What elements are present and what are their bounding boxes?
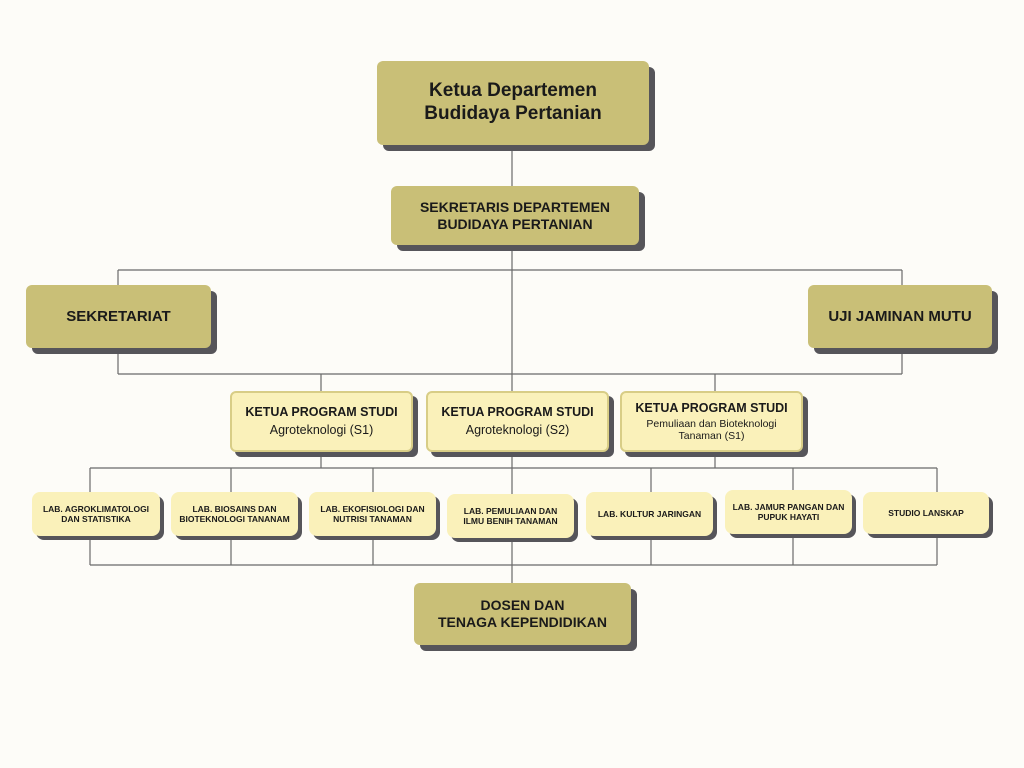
lab-line1: LAB. BIOSAINS DAN: [192, 503, 277, 514]
program-box-pbt-s1: KETUA PROGRAM STUDI Pemuliaan dan Biotek…: [620, 391, 803, 452]
quality-label: UJI JAMINAN MUTU: [828, 307, 972, 325]
lab-line1: LAB. AGROKLIMATOLOGI: [42, 503, 150, 514]
program-box-agrotek-s2: KETUA PROGRAM STUDI Agroteknologi (S2): [426, 391, 609, 452]
lab-line1: LAB. EKOFISIOLOGI DAN: [320, 503, 425, 514]
lab-box-ekofisiologi: LAB. EKOFISIOLOGI DAN NUTRISI TANAMAN: [309, 492, 436, 536]
lab-line2: PUPUK HAYATI: [757, 512, 820, 522]
lab-box-biosains: LAB. BIOSAINS DAN BIOTEKNOLOGI TANANAM: [171, 492, 298, 536]
head-line1: Ketua Departemen: [429, 80, 597, 102]
secretariat-label: SEKRETARIAT: [66, 307, 171, 325]
lab-line1: STUDIO LANSKAP: [888, 507, 964, 518]
secretary-line1: SEKRETARIS DEPARTEMEN: [419, 198, 611, 215]
secretary-line2: BUDIDAYA PERTANIAN: [437, 215, 593, 232]
program-name: Agroteknologi (S2): [465, 423, 570, 438]
program-title: KETUA PROGRAM STUDI: [441, 405, 594, 420]
lab-line2: BIOTEKNOLOGI TANANAM: [179, 514, 290, 524]
lab-line2: NUTRISI TANAMAN: [333, 514, 412, 524]
head-of-department-box: Ketua Departemen Budidaya Pertanian: [377, 61, 649, 145]
program-name-line1: Pemuliaan dan Bioteknologi: [646, 417, 777, 430]
quality-assurance-box: UJI JAMINAN MUTU: [808, 285, 992, 348]
program-name: Agroteknologi (S1): [269, 423, 374, 438]
program-title: KETUA PROGRAM STUDI: [635, 400, 788, 415]
lab-box-agroklimatologi: LAB. AGROKLIMATOLOGI DAN STATISTIKA: [32, 492, 160, 536]
staff-line2: TENAGA KEPENDIDIKAN: [437, 614, 608, 630]
program-title: KETUA PROGRAM STUDI: [245, 405, 398, 420]
department-secretary-box: SEKRETARIS DEPARTEMEN BUDIDAYA PERTANIAN: [391, 186, 639, 245]
lecturers-staff-box: DOSEN DAN TENAGA KEPENDIDIKAN: [414, 583, 631, 645]
program-box-agrotek-s1: KETUA PROGRAM STUDI Agroteknologi (S1): [230, 391, 413, 452]
lab-line1: LAB. KULTUR JARINGAN: [597, 508, 702, 519]
lab-line2: DAN STATISTIKA: [61, 514, 131, 524]
program-name-line2: Tanaman (S1): [678, 430, 745, 442]
lab-box-kultur-jaringan: LAB. KULTUR JARINGAN: [586, 492, 713, 536]
lab-line1: LAB. JAMUR PANGAN DAN: [732, 501, 845, 512]
lab-line1: LAB. PEMULIAAN DAN: [463, 505, 558, 516]
lab-box-pemuliaan: LAB. PEMULIAAN DAN ILMU BENIH TANAMAN: [447, 494, 574, 538]
lab-box-jamur-pangan: LAB. JAMUR PANGAN DAN PUPUK HAYATI: [725, 490, 852, 534]
head-line2: Budidaya Pertanian: [424, 103, 602, 124]
secretariat-box: SEKRETARIAT: [26, 285, 211, 348]
staff-line1: DOSEN DAN: [480, 597, 565, 614]
lab-line2: ILMU BENIH TANAMAN: [463, 516, 558, 526]
lab-box-studio-lanskap: STUDIO LANSKAP: [863, 492, 989, 534]
